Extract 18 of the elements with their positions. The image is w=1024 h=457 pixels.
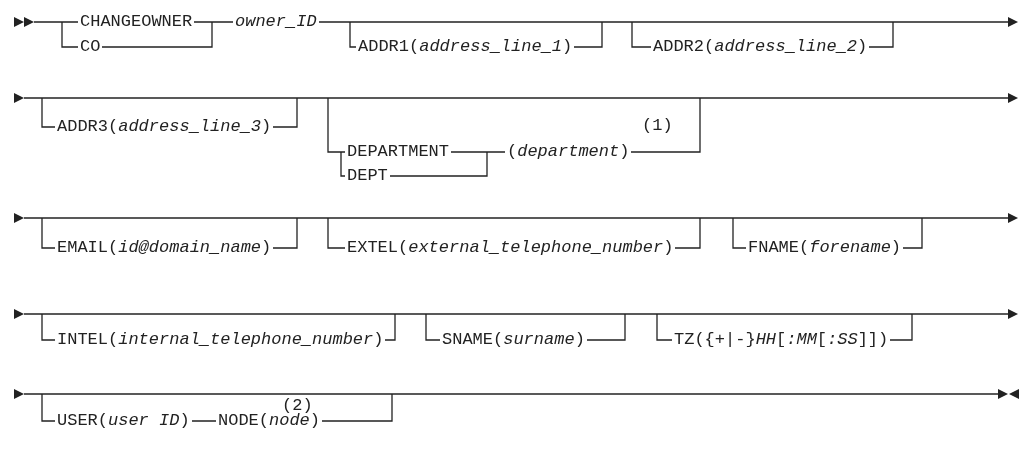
syntax-keyword: DEPARTMENT — [347, 143, 450, 161]
syntax-option: FNAME(forename) — [748, 239, 902, 257]
variable-name: (department) — [507, 143, 630, 161]
syntax-option: ADDR2(address_line_2) — [653, 38, 868, 56]
syntax-keyword: CO — [80, 38, 101, 56]
syntax-option: EMAIL(id@domain_name) — [57, 239, 272, 257]
syntax-option: TZ({+|-}HH[:MM[:SS]]) — [674, 331, 889, 349]
syntax-option: USER(user ID) — [57, 412, 190, 430]
syntax-option: INTEL(internal_telephone_number) — [57, 331, 384, 349]
syntax-option: ADDR1(address_line_1) — [358, 38, 573, 56]
syntax-option: SNAME(surname) — [442, 331, 585, 349]
syntax-option: NODE(node) — [218, 412, 321, 430]
footnote-mark: (1) — [642, 117, 673, 135]
syntax-option: EXTEL(external_telephone_number) — [347, 239, 674, 257]
syntax-option: ADDR3(address_line_3) — [57, 118, 272, 136]
syntax-keyword: DEPT — [347, 167, 388, 185]
syntax-keyword: CHANGEOWNER — [80, 13, 193, 31]
variable-name: owner_ID — [235, 13, 317, 31]
